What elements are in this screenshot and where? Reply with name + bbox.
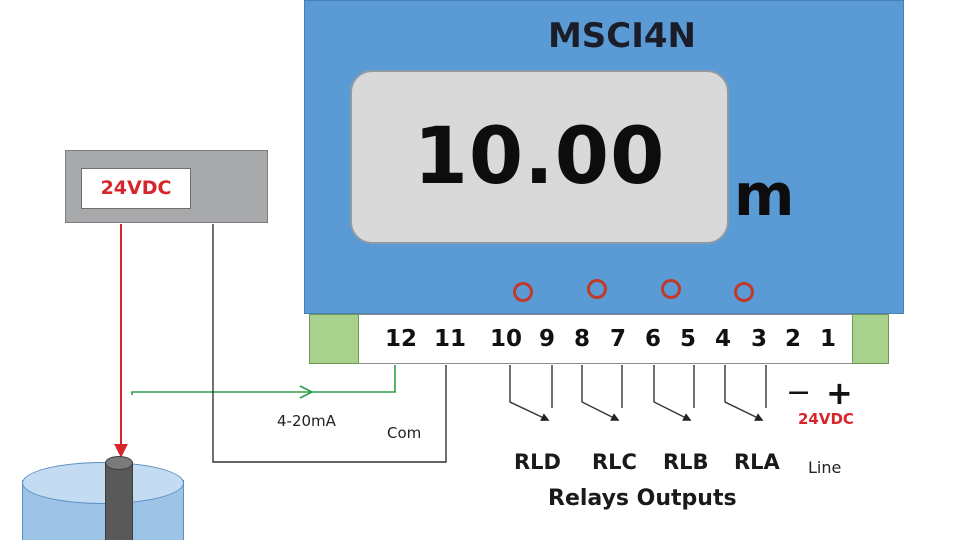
terminal-10: 10 [489, 326, 522, 352]
relay-a-label: RLA [734, 450, 780, 474]
plus-sign: + [826, 374, 853, 412]
minus-sign: − [786, 375, 812, 410]
common-label: Com [387, 424, 422, 442]
signal-wire [131, 365, 396, 395]
display-unit: m [734, 161, 795, 229]
terminal-9: 9 [538, 326, 555, 352]
relay-b-label: RLB [663, 450, 709, 474]
terminal-8: 8 [573, 326, 590, 352]
display-reading: 10.00 [413, 112, 666, 202]
terminal-12: 12 [384, 326, 417, 352]
terminal-3: 3 [750, 326, 767, 352]
terminal-strip [359, 314, 852, 364]
terminal-strip-end-left [309, 314, 359, 364]
relay-d-led-icon [513, 282, 533, 302]
relay-b-contact [653, 365, 695, 421]
level-sensor-cap [105, 456, 133, 470]
line-voltage-label: 24VDC [798, 410, 854, 428]
line-label: Line [808, 458, 842, 477]
relay-c-contact [581, 365, 623, 421]
current-signal-label: 4-20mA [277, 412, 336, 430]
relay-c-led-icon [587, 279, 607, 299]
relay-a-led-icon [734, 282, 754, 302]
relay-d-label: RLD [514, 450, 561, 474]
common-wire [212, 224, 447, 463]
relay-a-contact [724, 365, 767, 421]
signal-arrowhead [299, 385, 314, 399]
tank-top [22, 462, 184, 504]
terminal-5: 5 [679, 326, 696, 352]
terminal-2: 2 [784, 326, 801, 352]
device-model-title: MSCI4N [547, 16, 697, 56]
relay-b-led-icon [661, 279, 681, 299]
terminal-11: 11 [433, 326, 466, 352]
lcd-display [350, 70, 729, 244]
relays-outputs-title: Relays Outputs [548, 486, 737, 511]
relay-c-label: RLC [592, 450, 637, 474]
relay-d-contact [509, 365, 553, 421]
terminal-7: 7 [609, 326, 626, 352]
terminal-4: 4 [714, 326, 731, 352]
terminal-1: 1 [819, 326, 836, 352]
level-sensor-probe [105, 462, 133, 540]
terminal-strip-end-right [852, 314, 889, 364]
power-supply-label: 24VDC [81, 168, 191, 209]
terminal-6: 6 [644, 326, 661, 352]
